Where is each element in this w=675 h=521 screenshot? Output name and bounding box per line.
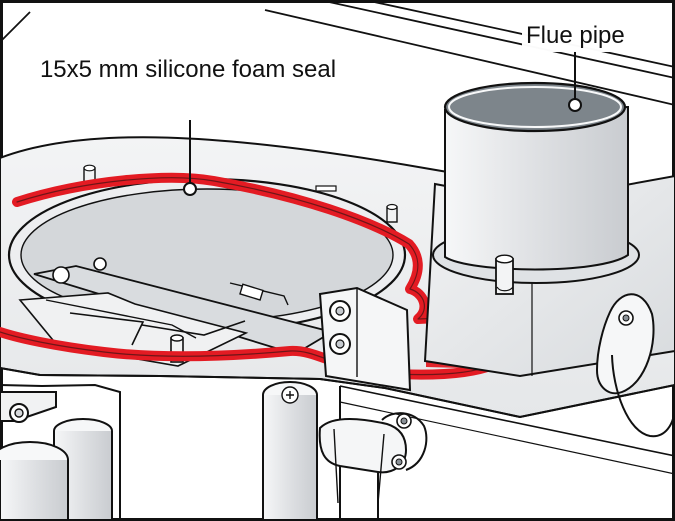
seal-label: 15x5 mm silicone foam seal	[39, 56, 337, 83]
burner-assembly	[7, 164, 407, 367]
background-lines	[0, 0, 675, 106]
flue-callout-leader	[568, 51, 582, 112]
mounting-bracket	[318, 286, 412, 392]
seal-callout-leader	[183, 120, 197, 196]
flue-pipe-label: Flue pipe	[522, 20, 629, 52]
lower-right-fittings	[262, 381, 428, 521]
flue-pipe-assembly	[423, 81, 675, 438]
left-lower-components	[0, 391, 113, 521]
